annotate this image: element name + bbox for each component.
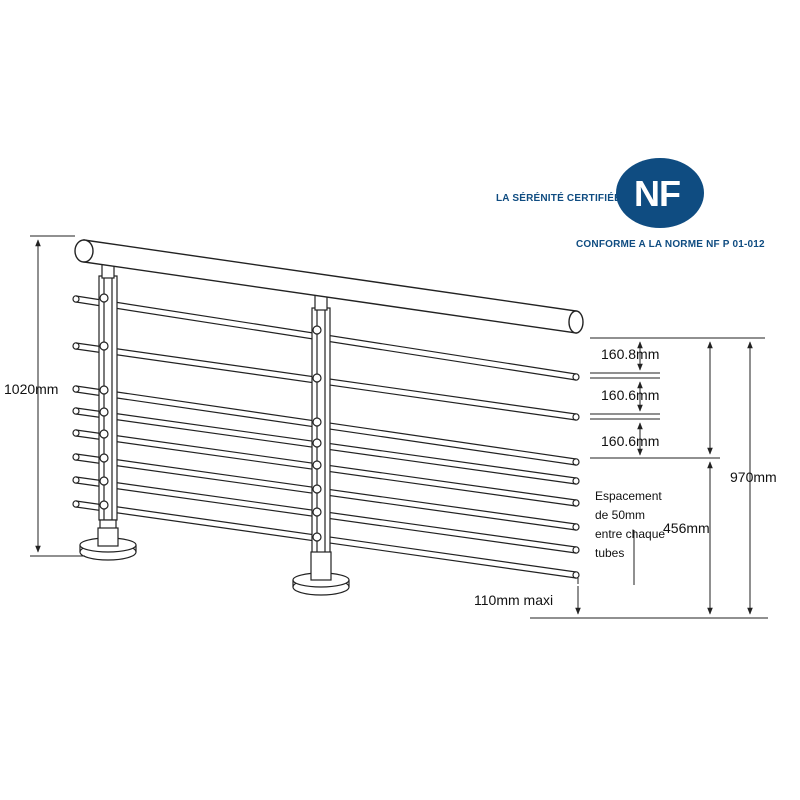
norm-text: CONFORME A LA NORME NF P 01-012 [576, 239, 765, 250]
spacing-low-label: 160.6mm [601, 433, 659, 449]
bottom-gap-label: 110mm maxi [474, 592, 553, 608]
nf-logo-icon: NF [616, 158, 704, 228]
post-middle [292, 293, 350, 596]
svg-text:entre chaque: entre chaque [595, 527, 665, 541]
lower-zone-label: 456mm [663, 520, 710, 536]
spacing-note: Espacement de 50mm entre chaque tubes [595, 489, 665, 560]
svg-text:de 50mm: de 50mm [595, 508, 645, 522]
overall-height-label: 1020mm [4, 381, 58, 397]
svg-text:Espacement: Espacement [595, 489, 662, 503]
dimension-lines [30, 235, 768, 619]
dimension-labels: 1020mm 160.8mm 160.6mm 160.6mm 970mm 456… [4, 346, 777, 608]
svg-text:NF: NF [634, 173, 680, 214]
svg-text:tubes: tubes [595, 546, 624, 560]
guard-height-label: 970mm [730, 469, 777, 485]
spacing-top-label: 160.8mm [601, 346, 659, 362]
tagline-text: LA SÉRÉNITÉ CERTIFIÉE [496, 191, 621, 204]
nf-certification: LA SÉRÉNITÉ CERTIFIÉE NF CONFORME A LA N… [496, 158, 765, 250]
railing-drawing [72, 239, 584, 596]
post-left [79, 261, 137, 561]
handrail [74, 239, 584, 334]
spacing-mid-label: 160.6mm [601, 387, 659, 403]
